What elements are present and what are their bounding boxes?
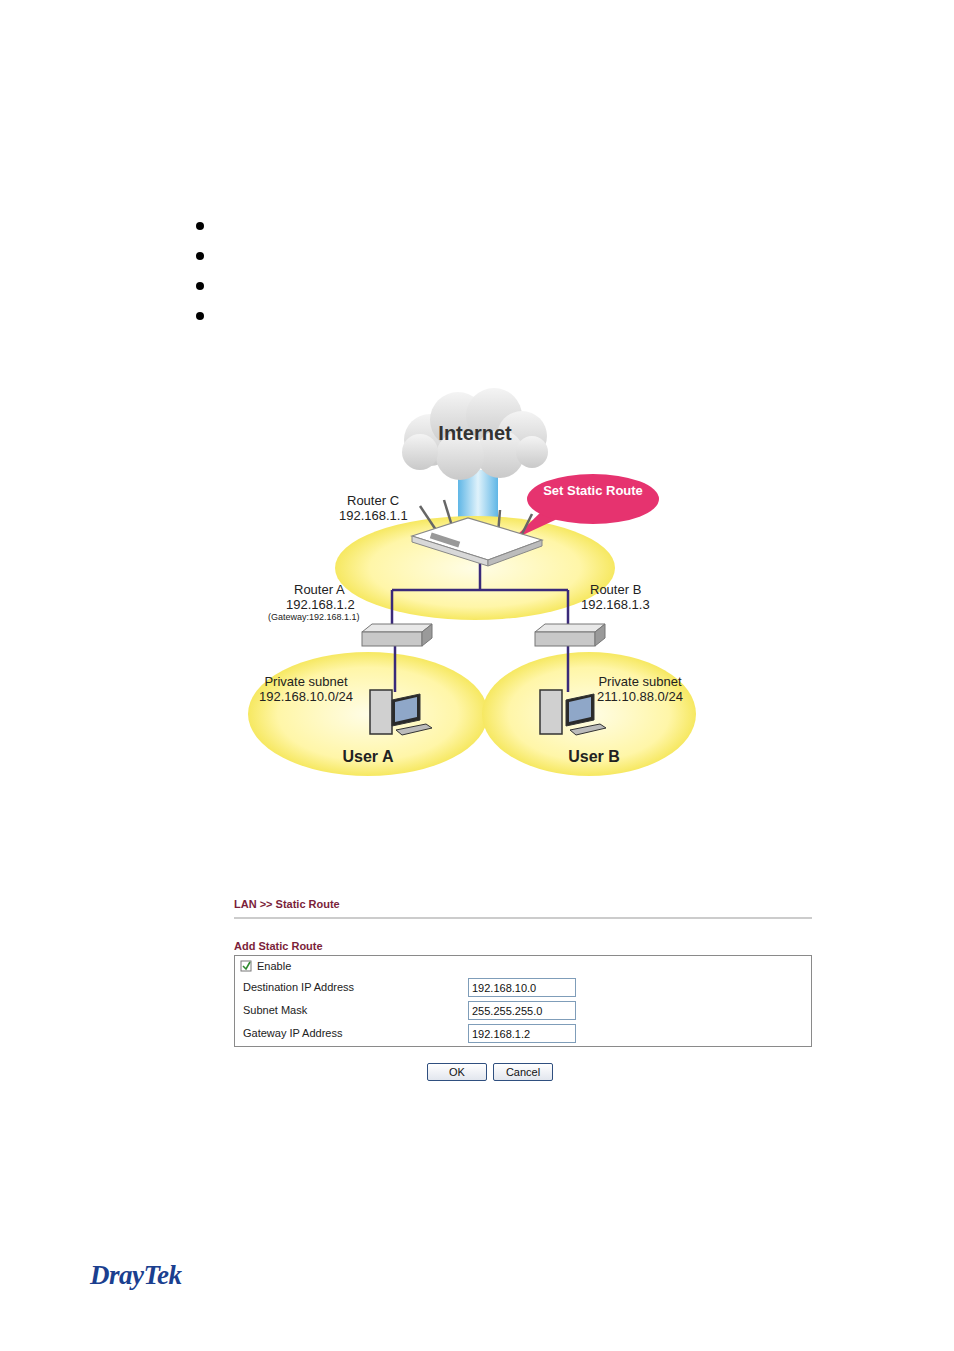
router-name: Router B — [590, 582, 641, 597]
subnet-zone: Private subnet 192.168.10.0/24User A — [248, 652, 488, 776]
ip-address: 192.168.1.2 — [286, 597, 355, 612]
router-name: Router C — [347, 493, 399, 508]
node-text: OK — [428, 1066, 486, 1078]
internet-cloud: Internet — [400, 388, 550, 482]
field-label: Destination IP Address — [243, 981, 354, 993]
node-text: Add Static Route — [234, 940, 323, 952]
header-rule — [234, 918, 812, 919]
text-input: 255.255.255.0 — [468, 1001, 576, 1020]
node-text: Internet — [400, 422, 550, 445]
lan-zone — [335, 516, 615, 620]
node-text: Private subnet 192.168.10.0/24 — [250, 674, 362, 704]
bullet-dots — [196, 222, 204, 320]
node-text: 192.168.10.0 — [472, 982, 536, 994]
node-text: Set Static Route — [543, 483, 643, 499]
router-b — [535, 624, 605, 646]
brand-logo: DrayTek — [90, 1260, 182, 1291]
subnet-zone: Private subnet 211.10.88.0/24User B — [482, 652, 696, 776]
node-text: User A — [336, 748, 400, 766]
bubble-shape — [527, 474, 659, 524]
ip-address: 192.168.1.3 — [581, 597, 650, 612]
node-text: 192.168.1.2 — [472, 1028, 530, 1040]
node-text: 255.255.255.0 — [472, 1005, 542, 1017]
ok-button: OK — [427, 1063, 487, 1081]
ip-address: 192.168.1.1 — [339, 508, 408, 523]
text-input: 192.168.1.2 — [468, 1024, 576, 1043]
cancel-button: Cancel — [493, 1063, 553, 1081]
gateway-note: (Gateway:192.168.1.1) — [268, 612, 360, 622]
router-name: Router A — [294, 582, 345, 597]
enable-checkbox — [241, 961, 251, 971]
router-c — [412, 500, 542, 566]
node-text: Private subnet 211.10.88.0/24 — [586, 674, 694, 704]
node-text: Cancel — [494, 1066, 552, 1078]
node-text: User B — [562, 748, 626, 766]
field-label: Subnet Mask — [243, 1004, 307, 1016]
text-input: 192.168.10.0 — [468, 978, 576, 997]
page-heading: LAN >> Static Route — [234, 898, 340, 910]
field-label: Gateway IP Address — [243, 1027, 342, 1039]
callout-bubble: Set Static Route — [527, 474, 659, 524]
router-a — [362, 624, 432, 646]
field-label: Enable — [257, 960, 291, 972]
